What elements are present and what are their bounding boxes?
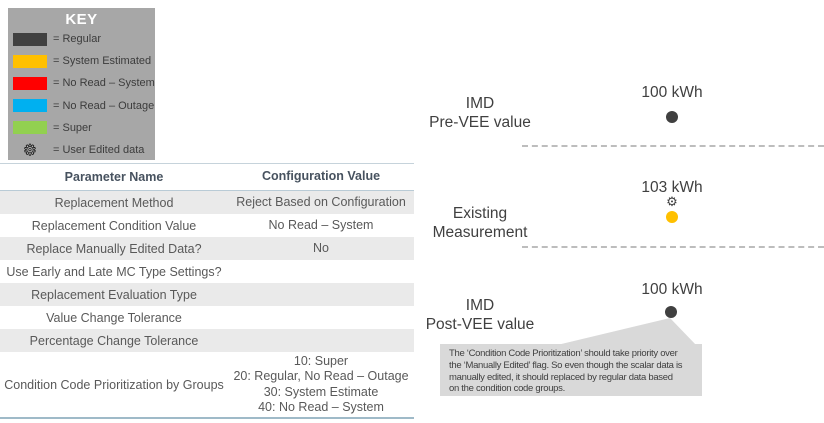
parameter-name-cell: Value Change Tolerance (46, 310, 182, 325)
parameter-name-cell: Use Early and Late MC Type Settings? (6, 264, 222, 279)
table-row: Percentage Change Tolerance (0, 329, 414, 352)
key-legend: KEY = Regular = System Estimated = No Re… (8, 8, 155, 160)
legend-item-user-edited: ⚙ = User Edited data (8, 139, 155, 161)
legend-item-super: = Super (8, 117, 155, 139)
callout-text-line: manually edited, it should replaced by r… (449, 371, 673, 383)
table-header-row: Parameter Name Configuration Value (0, 164, 414, 191)
parameter-name-cell: Percentage Change Tolerance (29, 333, 199, 348)
table-row: Replacement Evaluation Type (0, 283, 414, 306)
no-read-outage-swatch (13, 99, 47, 113)
legend-label: = User Edited data (53, 144, 145, 157)
column-header-configuration-value: Configuration Value (261, 169, 381, 184)
key-title: KEY (65, 11, 98, 28)
user-edited-gear-icon: ⚙ (666, 195, 678, 210)
super-swatch (13, 121, 47, 135)
column-header-parameter-name: Parameter Name (64, 170, 164, 184)
post-vee-label: IMD Post-VEE value (414, 297, 546, 334)
system-estimated-swatch (13, 54, 47, 68)
parameter-name-cell: Replacement Method (54, 195, 174, 210)
table-row: Replacement Condition Value No Read – Sy… (0, 214, 414, 237)
parameter-name-cell: Replacement Evaluation Type (31, 287, 197, 302)
system-estimated-measurement-dot (666, 211, 678, 223)
callout-pointer (553, 318, 697, 346)
regular-swatch (13, 32, 47, 46)
separator-line (522, 246, 824, 248)
table-row: Replacement Method Reject Based on Confi… (0, 191, 414, 214)
table-row: Replace Manually Edited Data? No (0, 237, 414, 260)
config-table: Parameter Name Configuration Value Repla… (0, 163, 414, 419)
pre-vee-label: IMD Pre-VEE value (414, 95, 546, 132)
legend-item-no-read-system: = No Read – System (8, 72, 155, 94)
regular-measurement-dot (666, 111, 678, 123)
callout-text-line: The ‘Condition Code Prioritization’ shou… (449, 348, 678, 359)
existing-measurement-label: Existing Measurement (414, 205, 546, 242)
legend-item-regular: = Regular (8, 28, 155, 50)
legend-item-system-estimated: = System Estimated (8, 50, 155, 72)
parameter-name-cell: Condition Code Prioritization by Groups (4, 377, 224, 392)
legend-label: = Super (53, 121, 92, 134)
regular-measurement-dot (665, 306, 677, 318)
table-row: Condition Code Prioritization by Groups … (0, 352, 414, 417)
parameter-name-cell: Replacement Condition Value (31, 218, 197, 233)
pre-vee-label-line2: Pre-VEE value (429, 113, 531, 131)
configuration-value-cell: 10: Super 20: Regular, No Read – Outage … (233, 353, 409, 415)
existing-measurement-label-line1: Existing (452, 205, 508, 222)
table-row: Value Change Tolerance (0, 306, 414, 329)
legend-label: = Regular (53, 33, 102, 46)
legend-label: = No Read – Outage (53, 99, 155, 112)
callout-text-line: the ‘Manually Edited’ flag. So even thou… (449, 359, 683, 371)
existing-measurement-value: 103 kWh (641, 179, 703, 196)
configuration-value-cell: Reject Based on Configuration (236, 194, 406, 209)
legend-item-no-read-outage: = No Read – Outage (8, 95, 155, 117)
configuration-value-cell: No (313, 240, 329, 255)
post-vee-value: 100 kWh (641, 281, 703, 298)
table-row: Use Early and Late MC Type Settings? (0, 260, 414, 283)
existing-measurement-label-line2: Measurement (432, 223, 528, 241)
no-read-system-swatch (13, 76, 47, 90)
legend-label: = System Estimated (53, 55, 152, 68)
pre-vee-value: 100 kWh (641, 84, 703, 101)
pre-vee-label-line1: IMD (465, 95, 495, 112)
callout-note: The ‘Condition Code Prioritization’ shou… (440, 344, 702, 396)
post-vee-label-line1: IMD (465, 297, 495, 314)
separator-line (522, 145, 824, 147)
legend-label: = No Read – System (53, 77, 155, 90)
callout-text-line: on the condition code groups. (449, 383, 565, 395)
post-vee-label-line2: Post-VEE value (425, 315, 535, 333)
configuration-value-cell: No Read – System (268, 217, 374, 232)
gear-icon: ⚙ (23, 140, 37, 159)
measurement-diagram: 100 kWh IMD Pre-VEE value 103 kWh ⚙ Exis… (414, 0, 824, 423)
parameter-name-cell: Replace Manually Edited Data? (26, 241, 202, 256)
